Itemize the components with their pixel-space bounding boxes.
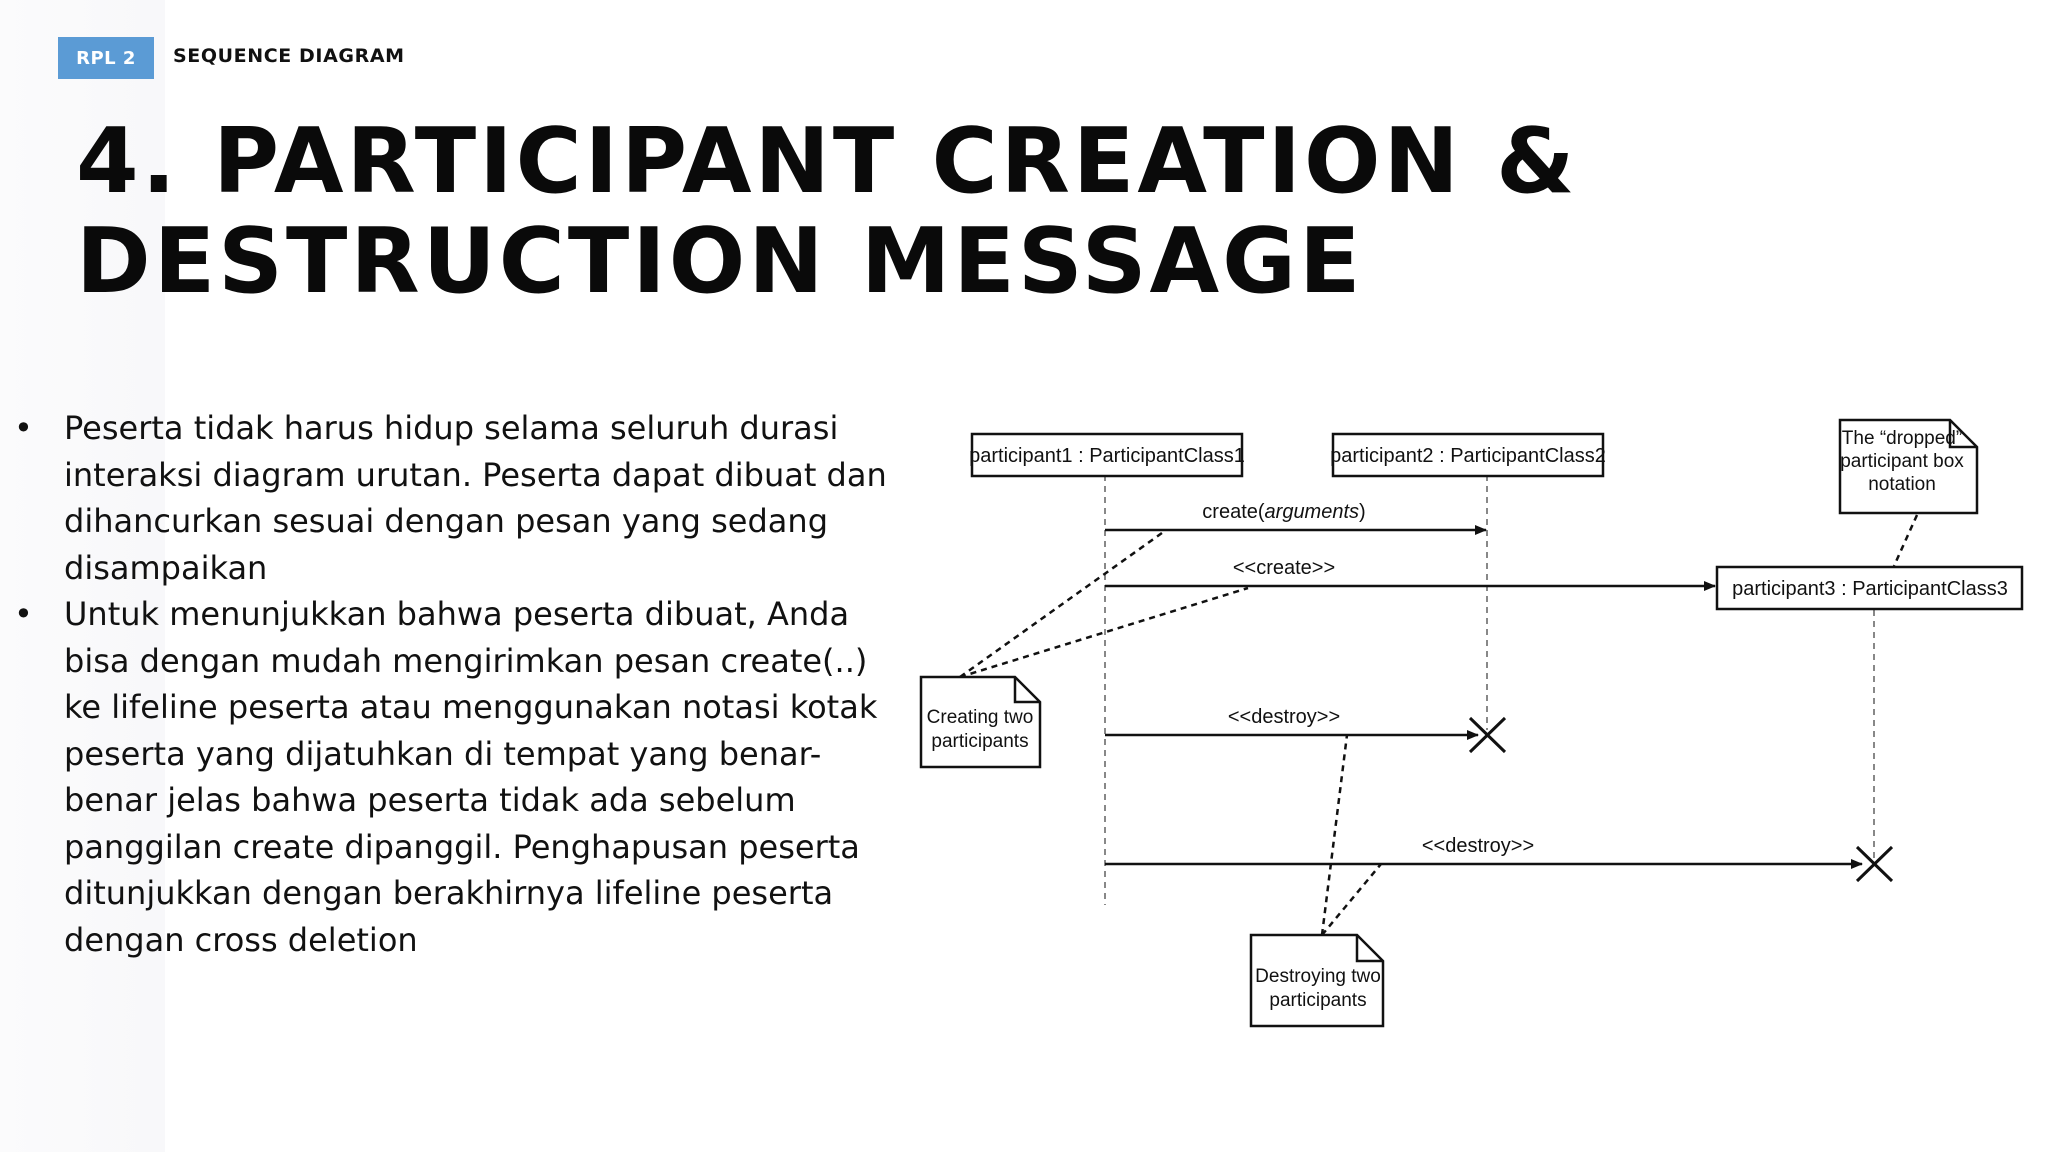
note-creating-participants: Creating two participants [919, 675, 1042, 769]
svg-text:notation: notation [1868, 474, 1936, 495]
destruction-x-participant2 [1468, 716, 1507, 754]
destroy-message-1-label: <<destroy>> [1228, 706, 1340, 728]
create-message-label: create(arguments) [1202, 501, 1365, 523]
participant3-label: participant3 : ParticipantClass3 [1732, 578, 2008, 600]
svg-text:participants: participants [931, 731, 1028, 752]
bullet-text: Untuk menunjukkan bahwa peserta dibuat, … [64, 595, 878, 959]
bullet-item: • Untuk menunjukkan bahwa peserta dibuat… [14, 591, 894, 963]
bullet-item: • Peserta tidak harus hidup selama selur… [14, 405, 894, 591]
slide-title: 4. PARTICIPANT CREATION & DESTRUCTION ME… [76, 112, 1576, 312]
note-destroying-participants: Destroying two participants [1249, 933, 1385, 1028]
participant2-label: participant2 : ParticipantClass2 [1330, 445, 1606, 467]
create-message: create(arguments) [1105, 501, 1487, 535]
section-label: SEQUENCE DIAGRAM [173, 45, 405, 67]
bullet-marker: • [14, 409, 33, 447]
note-connector-destroying-1 [1320, 734, 1349, 936]
destruction-x-participant3 [1855, 845, 1894, 883]
svg-text:The “dropped”: The “dropped” [1842, 428, 1962, 449]
destroy-message-2: <<destroy>> [1105, 835, 1863, 869]
svg-text:participants: participants [1269, 990, 1366, 1011]
sequence-diagram: participant1 : ParticipantClass1 partici… [919, 418, 2024, 1028]
create-stereotype-label: <<create>> [1233, 557, 1335, 579]
svg-text:participant box: participant box [1840, 451, 1964, 472]
slide-title-line-1: 4. PARTICIPANT CREATION & [76, 109, 1578, 214]
participant3-box: participant3 : ParticipantClass3 [1715, 565, 2024, 611]
participant1-box: participant1 : ParticipantClass1 [969, 432, 1245, 478]
svg-text:Creating two: Creating two [927, 707, 1034, 728]
create-stereotype-message: <<create>> [1105, 557, 1716, 591]
course-badge: RPL 2 [58, 37, 154, 79]
participant2-box: participant2 : ParticipantClass2 [1330, 432, 1606, 478]
svg-text:Destroying two: Destroying two [1255, 966, 1381, 987]
bullet-text: Peserta tidak harus hidup selama seluruh… [64, 409, 887, 587]
note-connector-destroying-2 [1321, 863, 1382, 936]
bullet-list: • Peserta tidak harus hidup selama selur… [14, 405, 894, 963]
side-shade [0, 0, 165, 1152]
destroy-message-2-label: <<destroy>> [1422, 835, 1534, 857]
note-connector-creating-1 [959, 531, 1163, 679]
destroy-message-1: <<destroy>> [1105, 706, 1479, 740]
note-dropped-notation: The “dropped” participant box notation [1838, 418, 1979, 515]
slide-title-line-2: DESTRUCTION MESSAGE [76, 209, 1364, 314]
bullet-marker: • [14, 595, 33, 633]
participant1-label: participant1 : ParticipantClass1 [969, 445, 1245, 467]
note-connector-dropped [1892, 514, 1919, 567]
